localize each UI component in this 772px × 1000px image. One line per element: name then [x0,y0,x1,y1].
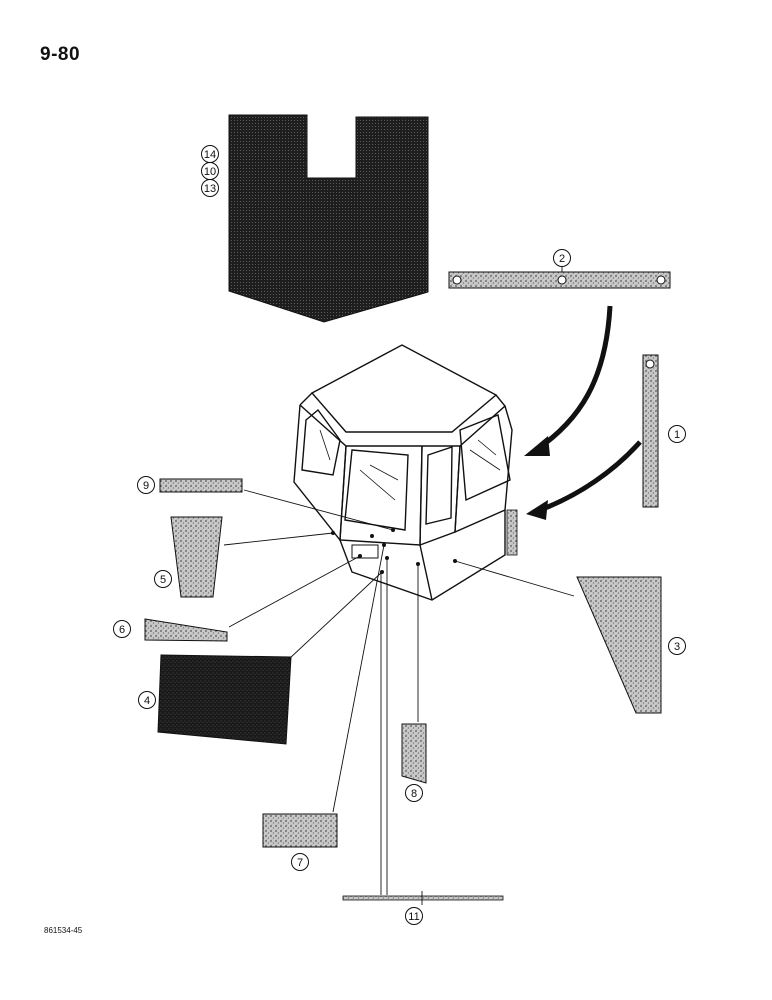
part-7 [262,813,338,848]
page-number: 9-80 [40,44,81,65]
drawing-number: 861534-45 [44,926,83,935]
arrow-2-to-cab [534,305,613,453]
callout-4: 4 [138,691,156,709]
part-4 [157,654,292,745]
callout-2: 2 [553,249,571,267]
part-9 [159,478,243,493]
part-6 [144,618,228,642]
svg-text:8: 8 [411,788,417,800]
svg-text:7: 7 [297,857,303,869]
part-5 [170,516,223,598]
svg-text:6: 6 [119,624,125,636]
callout-14: 14 [201,145,219,163]
callout-9: 9 [137,476,155,494]
svg-text:13: 13 [204,183,216,195]
arrowhead-1 [526,500,548,520]
callout-3: 3 [668,637,686,655]
part-11 [342,895,504,901]
part-3 [576,576,662,714]
svg-text:14: 14 [204,149,216,161]
svg-text:4: 4 [144,695,150,707]
svg-text:9: 9 [143,480,149,492]
svg-text:1: 1 [674,429,680,441]
arrowhead-2 [524,436,550,456]
floor-mat [228,114,429,323]
svg-text:5: 5 [160,574,166,586]
callout-6: 6 [113,620,131,638]
callout-5: 5 [154,570,172,588]
part-1-strip [642,354,659,508]
callout-1: 1 [668,425,686,443]
part-8 [401,723,427,784]
callout-11: 11 [405,907,423,925]
arrow-1-to-cab [539,440,642,513]
svg-text:3: 3 [674,641,680,653]
callout-7: 7 [291,853,309,871]
callout-13: 13 [201,179,219,197]
callout-10: 10 [201,162,219,180]
svg-text:11: 11 [408,911,419,923]
cab [293,344,518,601]
callout-8: 8 [405,784,423,802]
svg-text:10: 10 [204,166,216,178]
svg-text:2: 2 [559,253,565,265]
part-2-strip [448,271,671,289]
